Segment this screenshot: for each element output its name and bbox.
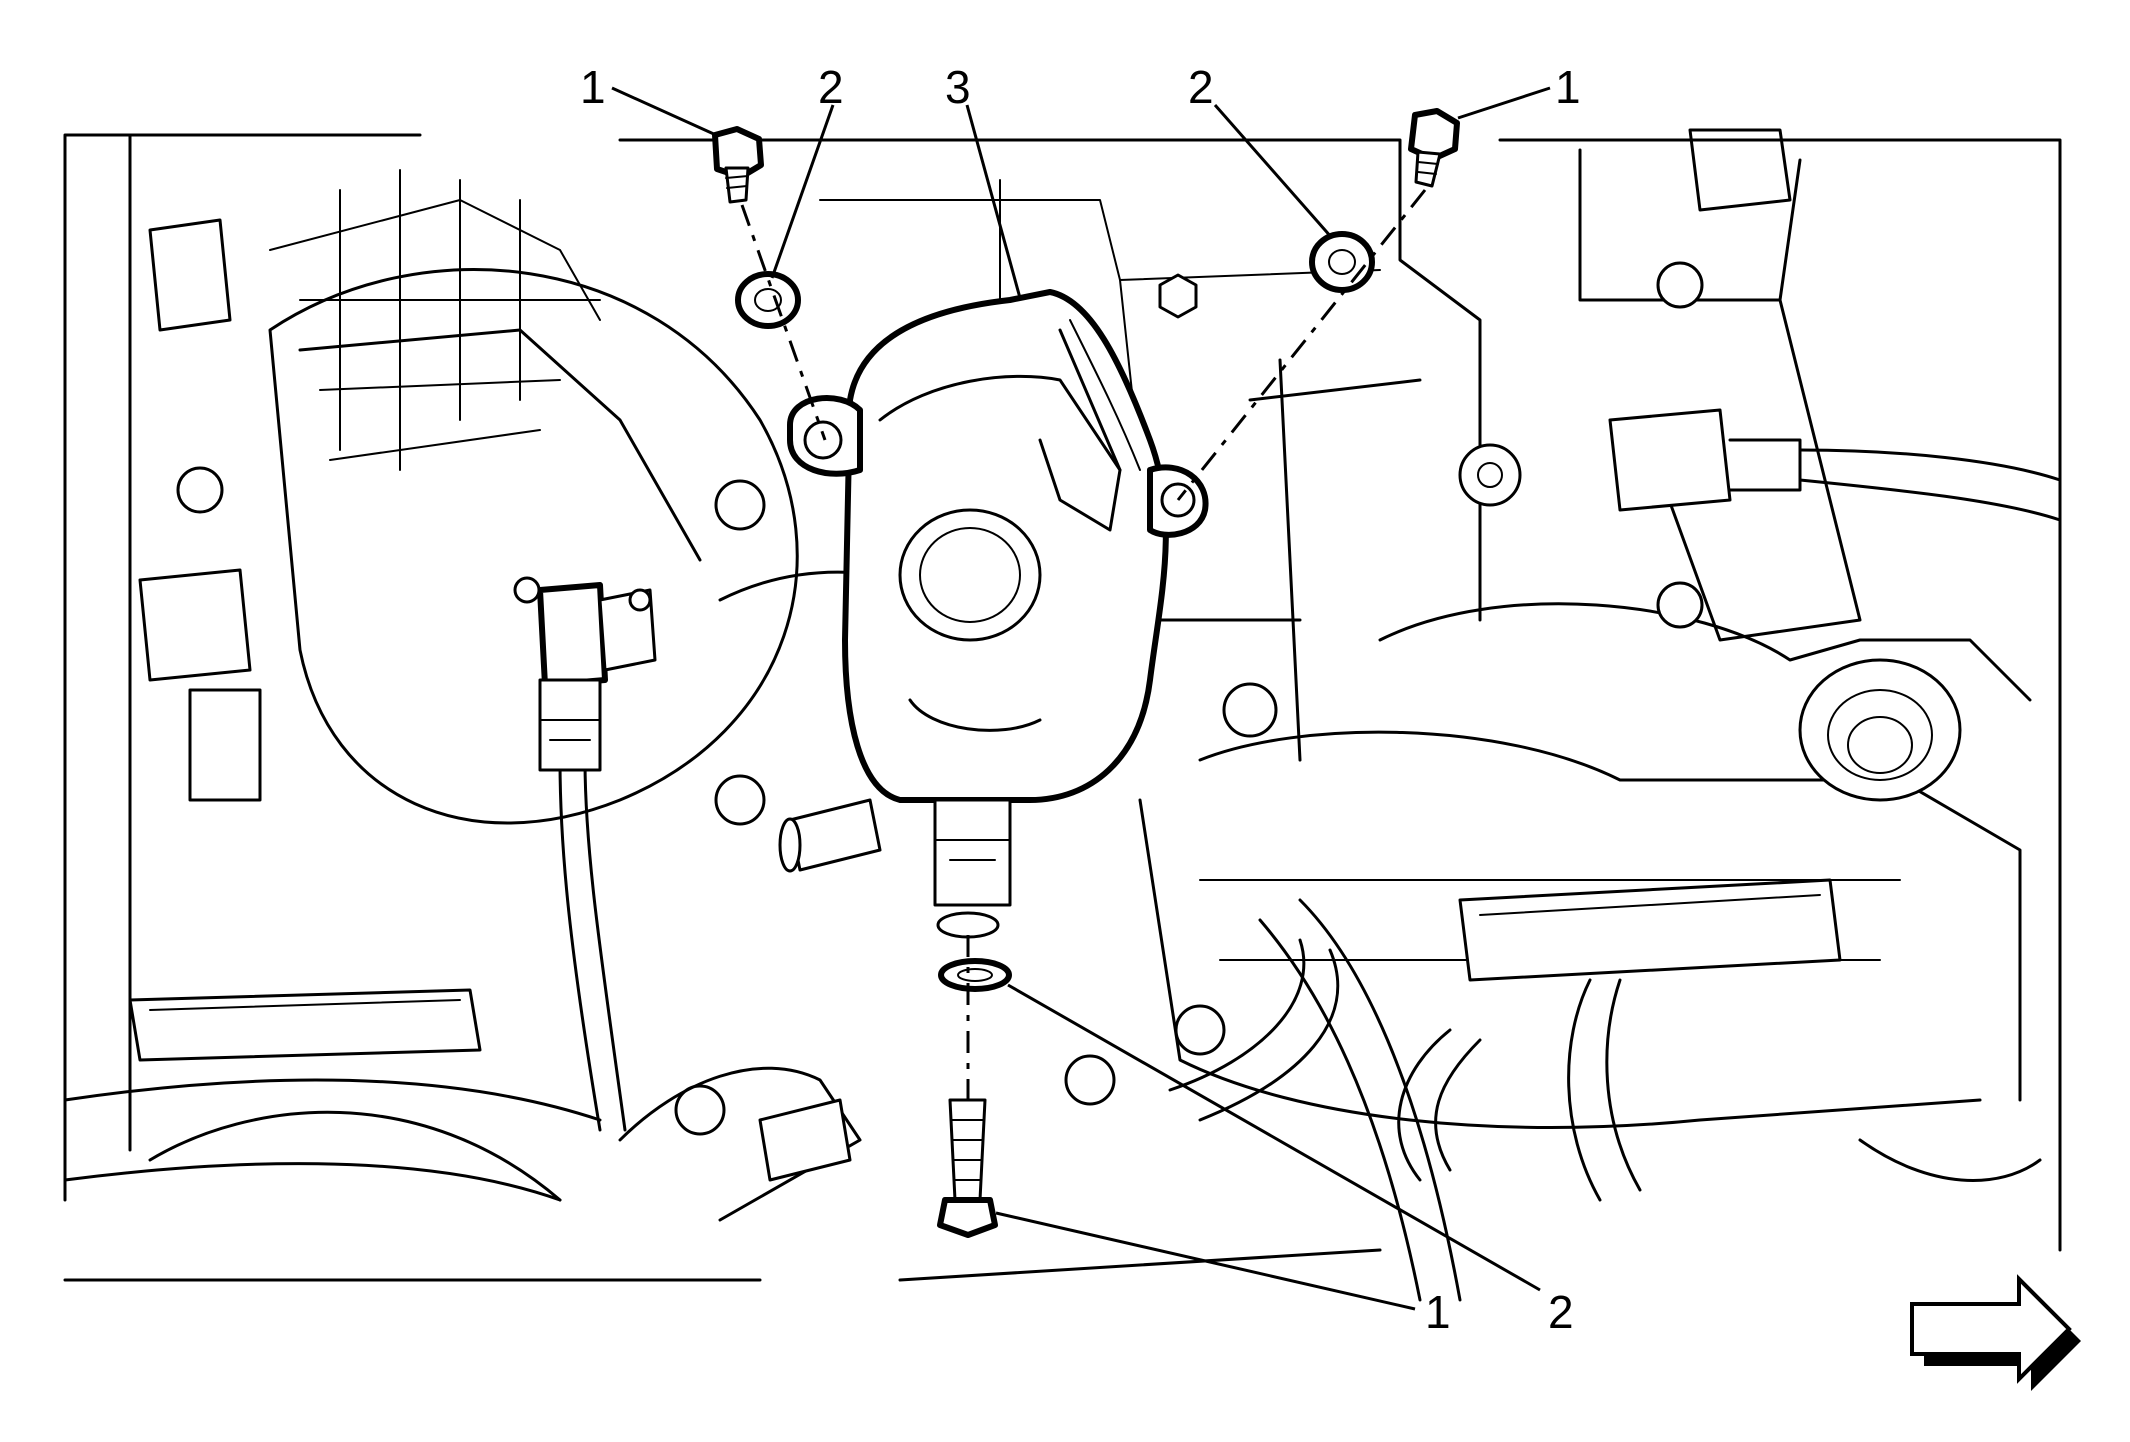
bolt-upper-right	[1408, 108, 1460, 188]
grommet-upper-left	[735, 271, 801, 329]
bolt-upper-left	[712, 126, 764, 204]
grommet-upper-right	[1309, 231, 1375, 293]
oil-fill-tube	[1798, 658, 1962, 802]
callout-3: 3	[945, 61, 971, 113]
callout-2-upper-right: 2	[1188, 61, 1214, 113]
callout-1-upper-right: 1	[1555, 61, 1581, 113]
callout-1-lower: 1	[1425, 1286, 1451, 1338]
main-housing	[778, 289, 1209, 939]
callout-labels: 1 2 3 2 1 1 2	[580, 61, 1581, 1338]
left-sensor	[513, 576, 657, 772]
right-arrow-icon	[1910, 1274, 2081, 1391]
assembly-lines	[740, 189, 1427, 1100]
callout-2-lower: 2	[1548, 1286, 1574, 1338]
grommet-lower	[938, 958, 1012, 992]
bolt-lower	[937, 1098, 998, 1238]
background-bolts	[176, 261, 1704, 1136]
leader-lines	[611, 86, 1551, 1311]
callout-2-upper-left: 2	[818, 61, 844, 113]
callout-1-upper-left: 1	[580, 61, 606, 113]
